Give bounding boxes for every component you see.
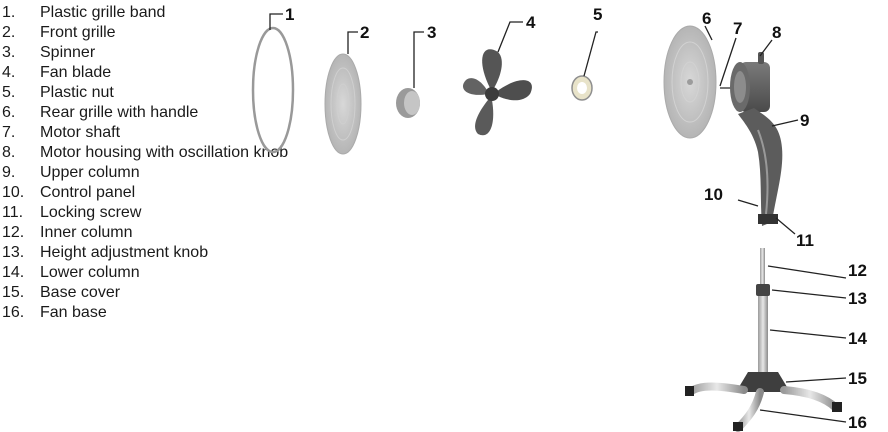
callout-8: 8: [772, 23, 781, 42]
fan-base-icon: [685, 372, 842, 431]
column-assembly-icon: [756, 248, 770, 372]
callout-3: 3: [427, 23, 436, 42]
callout-10: 10: [704, 185, 723, 204]
plastic-nut-icon: [572, 76, 592, 100]
callout-6: 6: [702, 9, 711, 28]
fan-blade-icon: [463, 49, 532, 135]
callout-15: 15: [848, 369, 867, 388]
callout-2: 2: [360, 23, 369, 42]
callout-12: 12: [848, 261, 867, 280]
callout-5: 5: [593, 5, 602, 24]
callout-4: 4: [526, 13, 536, 32]
spinner-icon: [396, 88, 420, 118]
callout-7: 7: [733, 19, 742, 38]
front-grille-icon: [325, 54, 361, 154]
callout-9: 9: [800, 111, 809, 130]
motor-housing-icon: [720, 52, 770, 112]
callout-13: 13: [848, 289, 867, 308]
plastic-grille-band-icon: [253, 28, 293, 152]
rear-grille-icon: [664, 26, 716, 138]
callout-14: 14: [848, 329, 867, 348]
callout-1: 1: [285, 5, 294, 24]
callout-11: 11: [796, 231, 814, 250]
callout-16: 16: [848, 413, 867, 432]
